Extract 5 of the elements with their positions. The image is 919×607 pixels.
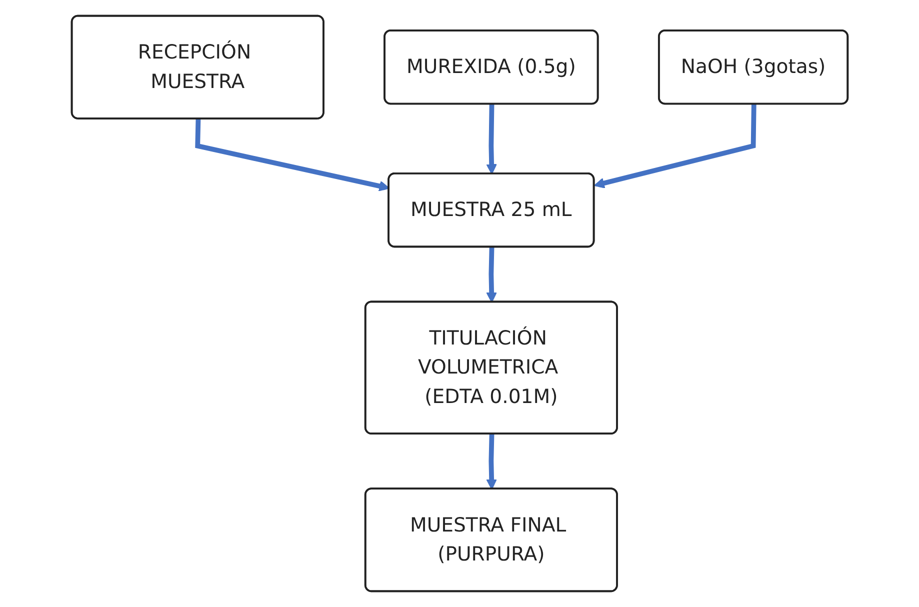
arrow — [486, 104, 497, 174]
arrow — [594, 104, 756, 188]
arrow — [486, 247, 497, 303]
arrow — [194, 118, 390, 192]
arrow — [486, 434, 497, 490]
